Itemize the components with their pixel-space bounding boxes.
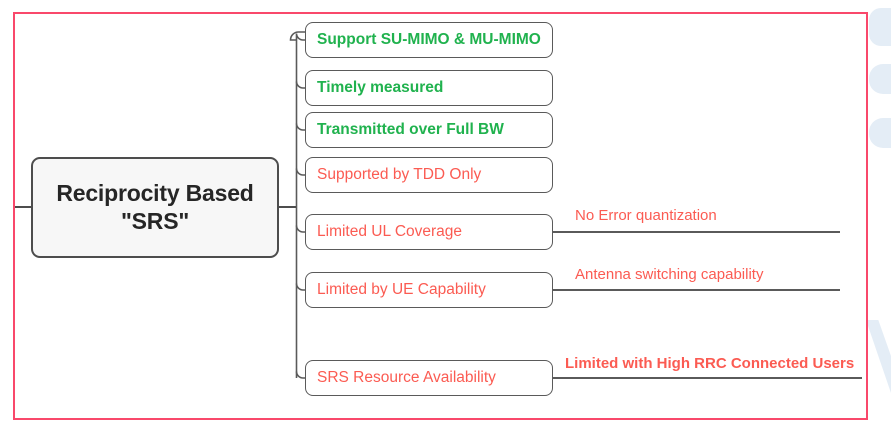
annotation-3: Limited with High RRC Connected Users (565, 355, 855, 372)
root-node[interactable]: Reciprocity Based "SRS" (31, 157, 279, 258)
annotation-2: Antenna switching capability (575, 266, 764, 283)
branch-node-3[interactable]: Transmitted over Full BW (305, 112, 553, 148)
annotation-line-1 (552, 231, 840, 233)
diagram-frame (13, 12, 868, 420)
branch-node-label: Limited by UE Capability (317, 281, 486, 298)
watermark-shape-3 (869, 118, 891, 148)
root-node-label: Reciprocity Based "SRS" (56, 180, 253, 234)
branch-node-label: Timely measured (317, 79, 444, 96)
branch-node-label: Supported by TDD Only (317, 166, 482, 183)
annotation-line-2 (552, 289, 840, 291)
branch-node-label: SRS Resource Availability (317, 369, 496, 386)
branch-node-6[interactable]: Limited by UE Capability (305, 272, 553, 308)
watermark-shape-1 (869, 8, 891, 46)
watermark-shape-4 (866, 320, 891, 410)
watermark-shape-2 (869, 64, 891, 94)
root-connector-left (15, 206, 32, 208)
root-node-label-line2: "SRS" (120, 207, 190, 234)
branch-node-label: Limited UL Coverage (317, 223, 463, 240)
branch-node-label: Support SU-MIMO & MU-MIMO (317, 31, 541, 48)
branch-node-7[interactable]: SRS Resource Availability (305, 360, 553, 396)
branch-node-2[interactable]: Timely measured (305, 70, 553, 106)
branch-node-label: Transmitted over Full BW (317, 121, 504, 138)
root-connector-right (279, 206, 296, 208)
annotation-1: No Error quantization (575, 207, 717, 224)
branch-node-4[interactable]: Supported by TDD Only (305, 157, 553, 193)
annotation-line-3 (552, 377, 862, 379)
root-node-label-line1: Reciprocity Based (56, 180, 254, 207)
branch-node-5[interactable]: Limited UL Coverage (305, 214, 553, 250)
branch-node-1[interactable]: Support SU-MIMO & MU-MIMO (305, 22, 553, 58)
